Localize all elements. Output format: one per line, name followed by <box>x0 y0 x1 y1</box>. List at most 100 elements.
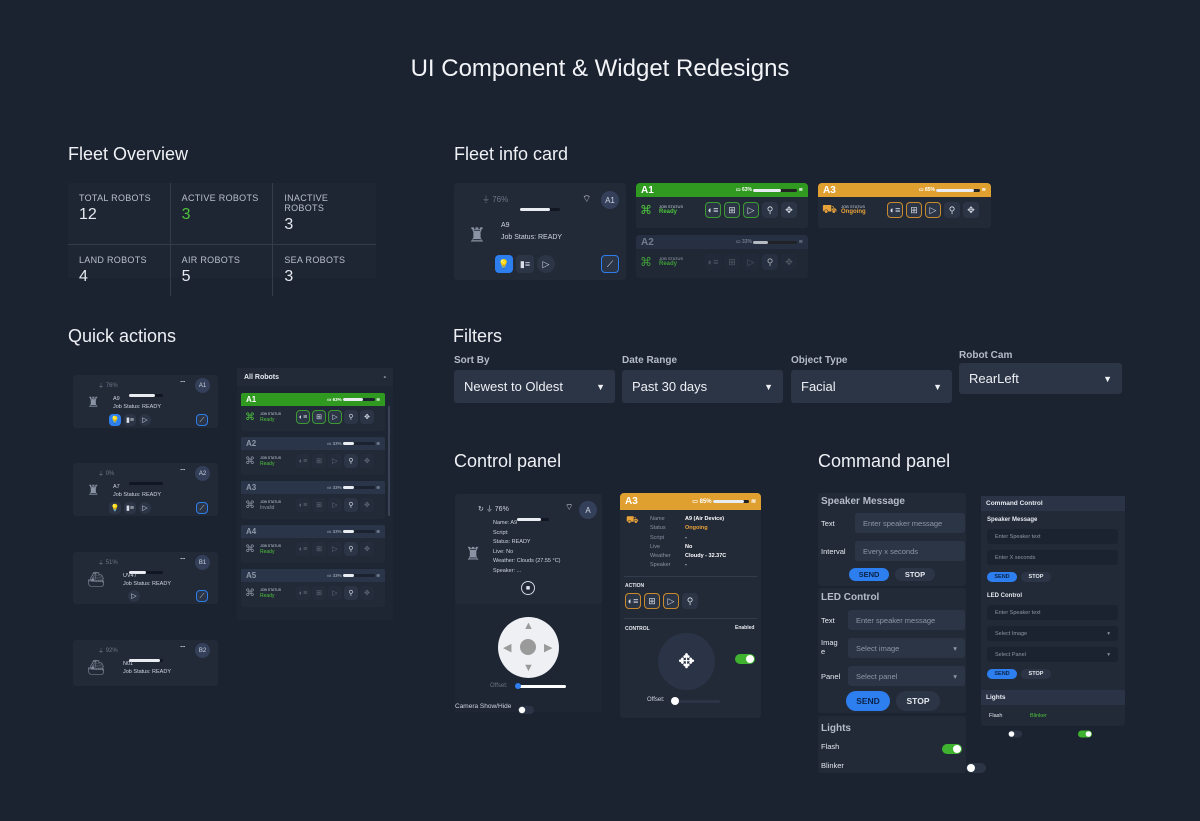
play-icon[interactable]: ▷ <box>743 254 759 270</box>
play-icon[interactable]: ▷ <box>328 542 342 556</box>
refresh-icon[interactable]: ↻ <box>478 506 484 513</box>
speaker-text-input[interactable]: Enter speaker message <box>855 513 965 533</box>
location-icon[interactable]: ⚲ <box>344 454 358 468</box>
headlight-icon[interactable]: ◐≡ <box>705 202 721 218</box>
play-icon[interactable]: ▷ <box>663 593 679 609</box>
robot-filter-dropdown[interactable]: All Robots- <box>237 368 393 386</box>
quick-robot-card[interactable]: ⏚ 51% ⌔ B1 ⛴ UV47 Job Status: READY ▷ ⟋ <box>73 552 218 604</box>
light-icon[interactable]: 💡 <box>109 414 121 426</box>
location-icon[interactable]: ⚲ <box>344 498 358 512</box>
headlight-icon[interactable]: ◐≡ <box>887 202 903 218</box>
control-enabled-toggle[interactable] <box>735 654 755 664</box>
satellite-icon[interactable]: ⟋ <box>196 590 208 602</box>
direction-pad[interactable]: ✥ <box>658 633 715 690</box>
led-send-button[interactable]: SEND <box>987 669 1017 679</box>
location-icon[interactable]: ⚲ <box>762 202 778 218</box>
play-icon[interactable]: ▷ <box>139 502 151 514</box>
center-button[interactable] <box>520 639 536 655</box>
led-send-button[interactable]: SEND <box>846 691 890 711</box>
move-icon[interactable]: ✥ <box>360 586 374 600</box>
send-button[interactable]: SEND <box>849 568 889 581</box>
location-icon[interactable]: ⚲ <box>762 254 778 270</box>
move-icon[interactable]: ✥ <box>963 202 979 218</box>
filter-dropdown[interactable]: Newest to Oldest▼ <box>454 370 615 403</box>
arrow-left-icon[interactable]: ◀ <box>503 642 512 654</box>
speaker-text-input[interactable]: Enter Speaker text <box>987 529 1118 544</box>
dpad[interactable]: ▲ ▼ ◀ ▶ <box>498 617 559 678</box>
offset-slider[interactable] <box>671 697 720 705</box>
play-icon[interactable]: ▷ <box>128 590 140 602</box>
grid-icon[interactable]: ⊞ <box>644 593 660 609</box>
quick-robot-card[interactable]: ⏚ 76% ⌔ A1 ♜ A9 Job Status: READY 💡▮≡▷ ⟋ <box>73 375 218 428</box>
arrow-down-icon[interactable]: ▼ <box>523 662 534 674</box>
location-icon[interactable]: ⚲ <box>344 542 358 556</box>
led-stop-button[interactable]: STOP <box>1021 669 1051 679</box>
filter-dropdown[interactable]: Facial▼ <box>791 370 952 403</box>
move-icon[interactable]: ✥ <box>360 454 374 468</box>
satellite-icon[interactable]: ⟋ <box>196 414 208 426</box>
headlight-icon[interactable]: ◐≡ <box>705 254 721 270</box>
location-icon[interactable]: ⚲ <box>944 202 960 218</box>
led-text-input[interactable]: Enter Speaker text <box>987 605 1118 620</box>
grid-icon[interactable]: ⊞ <box>906 202 922 218</box>
grid-icon[interactable]: ⊞ <box>312 586 326 600</box>
scrollbar[interactable] <box>388 406 390 516</box>
light-icon[interactable]: 💡 <box>495 255 513 273</box>
image-select[interactable]: Select Image▾ <box>987 626 1118 641</box>
play-icon[interactable]: ▷ <box>139 414 151 426</box>
play-icon[interactable]: ▷ <box>537 255 555 273</box>
play-icon[interactable]: ▷ <box>925 202 941 218</box>
interval-input[interactable]: Every x seconds <box>855 541 965 561</box>
flash-toggle[interactable] <box>1008 730 1022 738</box>
headlight-icon[interactable]: ◐≡ <box>296 498 310 512</box>
headlight-icon[interactable]: ◐≡ <box>296 454 310 468</box>
headlight-icon[interactable]: ▮≡ <box>124 414 136 426</box>
headlight-icon[interactable]: ◐≡ <box>296 542 310 556</box>
headlight-icon[interactable]: ◐≡ <box>296 410 310 424</box>
play-icon[interactable]: ▷ <box>328 586 342 600</box>
grid-icon[interactable]: ⊞ <box>312 454 326 468</box>
location-icon[interactable]: ⚲ <box>344 586 358 600</box>
location-icon[interactable]: ⚲ <box>344 410 358 424</box>
grid-icon[interactable]: ⊞ <box>312 542 326 556</box>
headlight-icon[interactable]: ◐≡ <box>296 586 310 600</box>
headlight-icon[interactable]: ▮≡ <box>124 502 136 514</box>
panel-select[interactable]: Select panel▾ <box>848 666 965 686</box>
interval-input[interactable]: Enter X seconds <box>987 550 1118 565</box>
filter-dropdown[interactable]: Past 30 days▼ <box>622 370 783 403</box>
quick-robot-card[interactable]: ⏚ 0% ⌔ A2 ♜ A7 Job Status: READY 💡▮≡▷ ⟋ <box>73 463 218 516</box>
arrow-up-icon[interactable]: ▲ <box>523 620 534 632</box>
flash-toggle[interactable] <box>942 744 962 754</box>
headlight-icon[interactable]: ▮≡ <box>516 255 534 273</box>
grid-icon[interactable]: ⊞ <box>312 410 326 424</box>
move-icon[interactable]: ✥ <box>360 498 374 512</box>
stop-button[interactable]: STOP <box>895 568 935 581</box>
filter-dropdown[interactable]: RearLeft▼ <box>959 363 1122 394</box>
led-stop-button[interactable]: STOP <box>896 691 940 711</box>
stop-button[interactable]: STOP <box>1021 572 1051 582</box>
satellite-icon[interactable]: ⟋ <box>196 502 208 514</box>
quick-robot-card[interactable]: ⏚ 92% ⌔ B2 ⛴ N01 Job Status: READY <box>73 640 218 686</box>
location-icon[interactable]: ⚲ <box>682 593 698 609</box>
send-button[interactable]: SEND <box>987 572 1017 582</box>
light-icon[interactable]: 💡 <box>109 502 121 514</box>
arrow-right-icon[interactable]: ▶ <box>544 642 553 654</box>
move-icon[interactable]: ✥ <box>360 542 374 556</box>
blinker-toggle[interactable] <box>966 763 987 773</box>
play-icon[interactable]: ▷ <box>328 410 342 424</box>
fleet-info-card[interactable]: ⏚ 76% ⌔ A1 ♜ A9 Job Status: READY 💡 ▮≡ ▷… <box>454 183 626 280</box>
grid-icon[interactable]: ⊞ <box>724 202 740 218</box>
led-text-input[interactable]: Enter speaker message <box>848 610 965 630</box>
move-icon[interactable]: ✥ <box>781 202 797 218</box>
move-icon[interactable]: ✥ <box>781 254 797 270</box>
image-select[interactable]: Select image▾ <box>848 638 965 658</box>
blinker-toggle[interactable] <box>1078 730 1093 738</box>
play-icon[interactable]: ▷ <box>743 202 759 218</box>
